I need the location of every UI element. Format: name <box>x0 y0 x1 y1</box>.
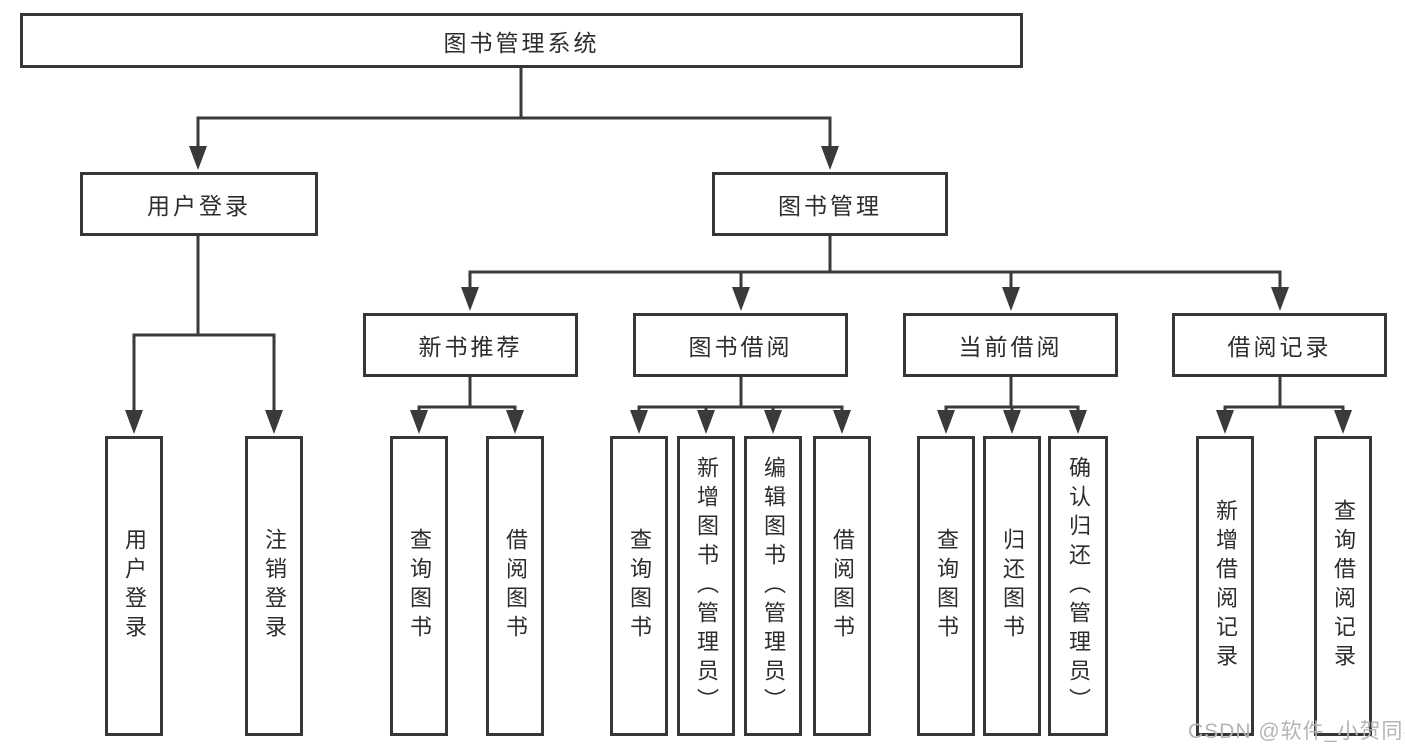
node-borrow-records: 借阅记录 <box>1172 313 1387 377</box>
arrow-down-icon <box>697 410 715 434</box>
node-label: 用户登录 <box>147 193 251 219</box>
csdn-watermark: CSDN @软件_小贺同学 <box>1188 720 1405 743</box>
leaf-query-borrow-record: 查询借阅记录 <box>1314 436 1372 736</box>
connector-user-login-to-leaves <box>125 234 283 434</box>
node-label: 图书管理 <box>778 193 882 219</box>
node-root-system: 图书管理系统 <box>20 13 1023 68</box>
arrow-down-icon <box>1271 287 1289 311</box>
arrow-down-icon <box>833 410 851 434</box>
node-book-management: 图书管理 <box>712 172 948 236</box>
arrow-down-icon <box>630 410 648 434</box>
arrow-down-icon <box>410 410 428 434</box>
arrow-down-icon <box>1334 410 1352 434</box>
leaf-query-books-current: 查询图书 <box>917 436 975 736</box>
arrow-down-icon <box>265 410 283 434</box>
arrow-down-icon <box>461 287 479 311</box>
arrow-down-icon <box>189 146 207 170</box>
leaf-confirm-return-admin: 确认归还（管理员） <box>1048 436 1108 736</box>
connector-current-borrow-to-leaves <box>937 375 1087 434</box>
node-label: 归还图书 <box>1000 528 1025 644</box>
arrow-down-icon <box>506 410 524 434</box>
leaf-user-login: 用户登录 <box>105 436 163 736</box>
arrow-down-icon <box>1069 410 1087 434</box>
leaf-query-books-borrow: 查询图书 <box>610 436 668 736</box>
leaf-add-borrow-record: 新增借阅记录 <box>1196 436 1254 736</box>
leaf-logout: 注销登录 <box>245 436 303 736</box>
arrow-down-icon <box>821 146 839 170</box>
arrow-down-icon <box>125 410 143 434</box>
leaf-query-books-recommend: 查询图书 <box>390 436 448 736</box>
node-label: 用户登录 <box>122 528 147 644</box>
node-label: 借阅图书 <box>830 528 855 644</box>
connector-book-borrow-to-leaves <box>630 375 851 434</box>
arrow-down-icon <box>1003 410 1021 434</box>
leaf-borrow-books-recommend: 借阅图书 <box>486 436 544 736</box>
node-label: 确认归还（管理员） <box>1066 455 1091 717</box>
leaf-add-book-admin: 新增图书（管理员） <box>677 436 735 736</box>
node-label: 注销登录 <box>262 528 287 644</box>
node-label: 查询图书 <box>627 528 652 644</box>
connector-book-management-to-level3 <box>461 234 1289 311</box>
node-label: 图书管理系统 <box>443 29 600 56</box>
connector-borrow-records-to-leaves <box>1216 375 1352 434</box>
node-new-book-recommend: 新书推荐 <box>363 313 578 377</box>
connector-new-book-recommend-to-leaves <box>410 375 524 434</box>
node-label: 新增图书（管理员） <box>694 455 719 717</box>
node-current-borrow: 当前借阅 <box>903 313 1118 377</box>
leaf-return-book: 归还图书 <box>983 436 1041 736</box>
node-label: 查询图书 <box>407 528 432 644</box>
node-label: 图书借阅 <box>688 334 793 360</box>
node-label: 借阅记录 <box>1227 334 1332 360</box>
node-user-login: 用户登录 <box>80 172 318 236</box>
node-label: 查询图书 <box>934 528 959 644</box>
leaf-borrow-books: 借阅图书 <box>813 436 871 736</box>
node-label: 编辑图书（管理员） <box>761 455 786 717</box>
node-label: 查询借阅记录 <box>1331 499 1356 673</box>
node-label: 借阅图书 <box>503 528 528 644</box>
arrow-down-icon <box>1002 287 1020 311</box>
leaf-edit-book-admin: 编辑图书（管理员） <box>744 436 802 736</box>
arrow-down-icon <box>764 410 782 434</box>
arrow-down-icon <box>937 410 955 434</box>
arrow-down-icon <box>732 287 750 311</box>
node-label: 新增借阅记录 <box>1213 499 1238 673</box>
node-label: 新书推荐 <box>418 334 523 360</box>
arrow-down-icon <box>1216 410 1234 434</box>
node-book-borrow: 图书借阅 <box>633 313 848 377</box>
node-label: 当前借阅 <box>958 334 1063 360</box>
connector-root-to-level2 <box>189 66 839 170</box>
